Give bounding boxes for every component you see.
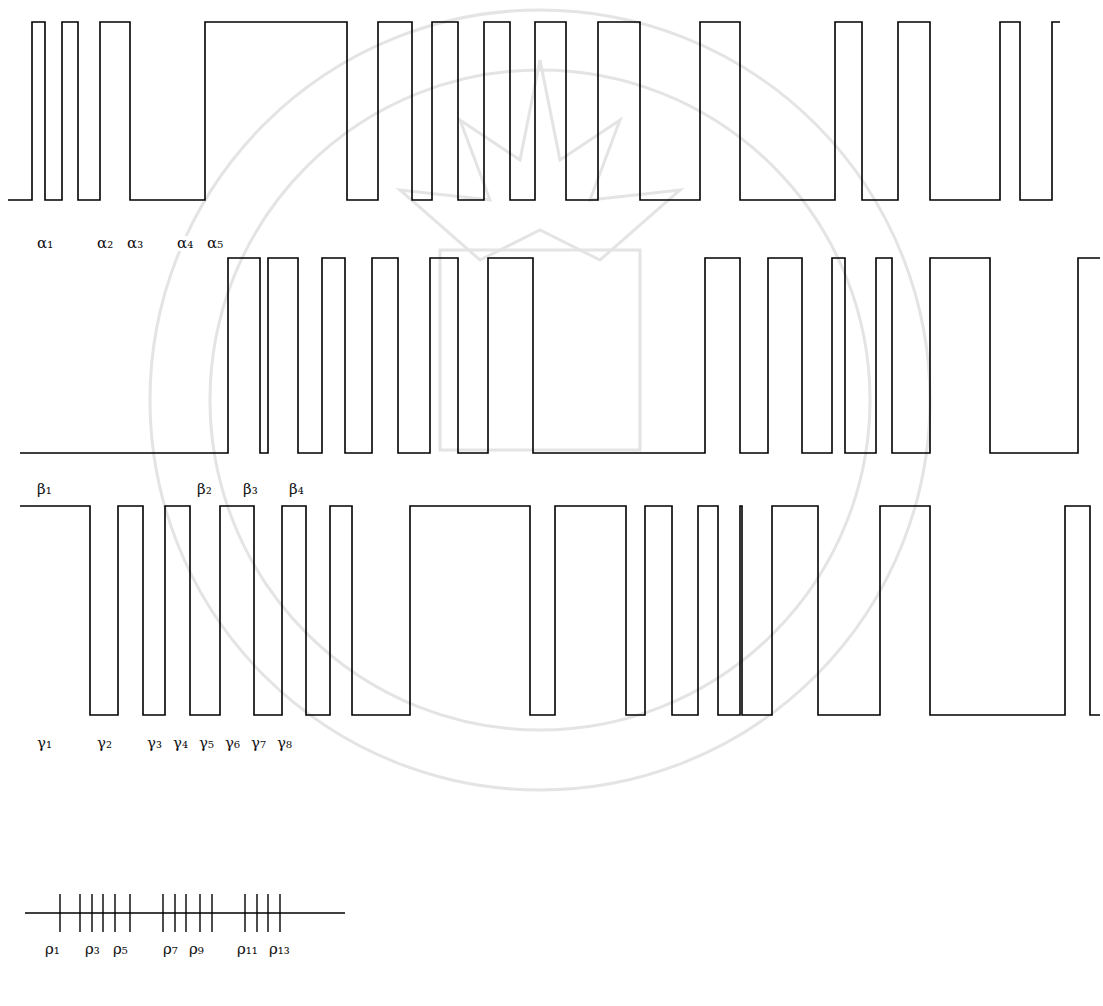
signal-label: ρ₁ bbox=[44, 942, 61, 957]
signal-label: ρ₇ bbox=[162, 942, 179, 957]
signal-label: ρ₉ bbox=[188, 942, 205, 957]
signal-label: β₁ bbox=[36, 482, 53, 497]
watermark-seal bbox=[150, 10, 930, 790]
square-wave bbox=[20, 506, 1100, 715]
signal-label: ρ₅ bbox=[112, 942, 129, 957]
signal-label: γ₈ bbox=[276, 736, 293, 751]
signal-label: α₂ bbox=[96, 236, 114, 251]
signal-label: α₃ bbox=[126, 236, 144, 251]
signal-label: γ₅ bbox=[198, 736, 215, 751]
signal-label: α₅ bbox=[206, 236, 224, 251]
signal-label: β₃ bbox=[242, 482, 259, 497]
signal-label: α₄ bbox=[176, 236, 194, 251]
pulse-trains bbox=[8, 22, 1100, 715]
signal-label: α₁ bbox=[36, 236, 54, 251]
square-wave bbox=[20, 258, 1100, 453]
signal-label: γ₃ bbox=[146, 736, 163, 751]
signal-label: ρ₁₁ bbox=[236, 942, 259, 957]
signal-label: γ₁ bbox=[36, 736, 53, 751]
signal-label: γ₇ bbox=[250, 736, 267, 751]
signal-label: γ₆ bbox=[224, 736, 241, 751]
signal-label: ρ₁₃ bbox=[268, 942, 291, 957]
signal-label: γ₂ bbox=[96, 736, 113, 751]
signal-label: ρ₃ bbox=[84, 942, 101, 957]
pulse-tick-line bbox=[25, 894, 345, 932]
signal-label: β₂ bbox=[196, 482, 213, 497]
signal-label: β₄ bbox=[288, 482, 305, 497]
square-wave bbox=[8, 22, 1060, 200]
signal-label: γ₄ bbox=[172, 736, 189, 751]
